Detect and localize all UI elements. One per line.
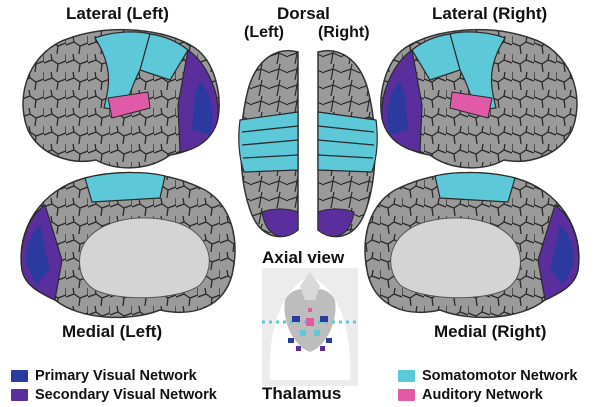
dorsal-right-hemisphere [317,49,378,238]
medial-right-hemisphere [364,171,580,319]
dorsal-left-hemisphere [238,49,299,238]
legend-swatch [398,389,415,401]
legend-swatch [11,389,28,401]
medial-left-title: Medial (Left) [62,322,163,341]
legend-label: Primary Visual Network [35,368,197,384]
medial-right-title: Medial (Right) [434,322,547,341]
lateral-right-title: Lateral (Right) [432,4,548,23]
legend-label: Auditory Network [422,387,543,403]
legend-item-auditory: Auditory Network [398,387,543,403]
dorsal-title: Dorsal [277,4,330,23]
legend-item-secondary-visual: Secondary Visual Network [11,387,217,403]
axial-view-title: Axial view [262,248,345,267]
axial-thalamus-view [262,268,358,386]
legend-item-somatomotor: Somatomotor Network [398,368,578,384]
thalamus-label: Thalamus [262,384,342,403]
lateral-left-hemisphere [22,28,220,169]
legend-swatch [398,370,415,382]
legend-item-primary-visual: Primary Visual Network [11,368,197,384]
legend-swatch [11,370,28,382]
legend-label: Somatomotor Network [422,368,578,384]
medial-left-hemisphere [20,171,236,319]
lateral-left-title: Lateral (Left) [66,4,169,23]
legend-label: Secondary Visual Network [35,387,217,403]
dorsal-right-label: (Right) [318,24,370,41]
dorsal-left-label: (Left) [244,24,284,41]
lateral-right-hemisphere [380,28,578,169]
